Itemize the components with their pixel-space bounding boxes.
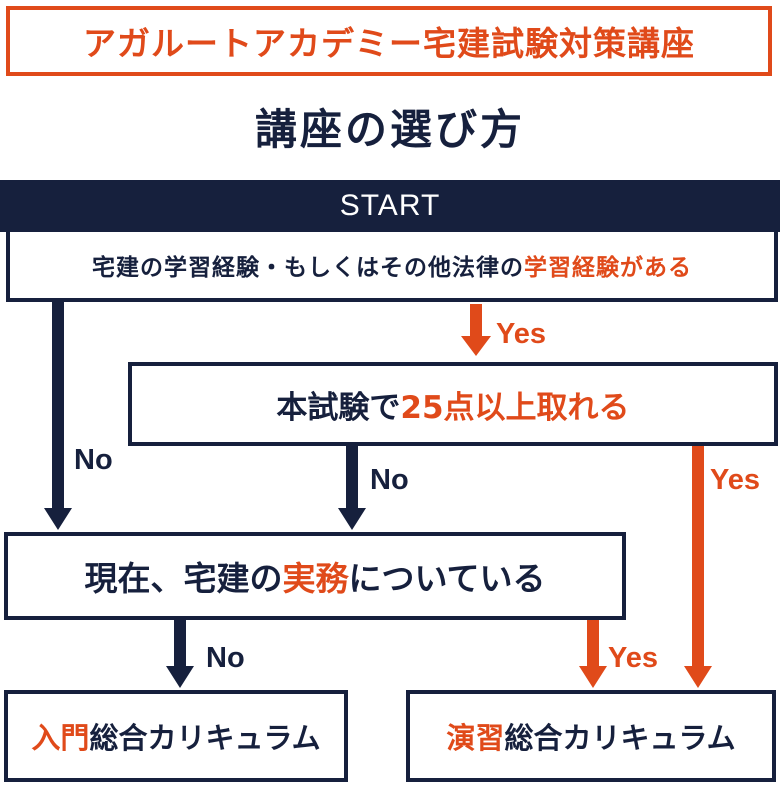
question-learning-experience: 宅建の学習経験・もしくはその他法律の学習経験がある (6, 232, 778, 302)
edge-label-q1-yes: Yes (496, 318, 546, 350)
result-right-text: 総合カリキュラム (504, 721, 736, 755)
arrow-q3-yes (579, 620, 607, 688)
edge-label-q2-no: No (370, 464, 409, 496)
header-banner: アガルートアカデミー宅建試験対策講座 (6, 6, 772, 76)
q2-text: 本試験で (276, 389, 401, 426)
edge-label-q2-yes: Yes (710, 464, 760, 496)
result-right-accent: 演習 (446, 721, 505, 755)
start-label: START (339, 189, 441, 222)
question-practical-work: 現在、宅建の実務についている (4, 532, 626, 620)
start-bar: START (0, 180, 780, 232)
arrow-q2-yes (684, 446, 712, 688)
q2-accent-text: 25点以上取れる (400, 389, 630, 426)
edge-label-q3-yes: Yes (608, 642, 658, 674)
q3-accent-text: 実務 (282, 559, 349, 598)
result-intro-curriculum: 入門総合カリキュラム (4, 690, 348, 782)
page-title: 講座の選び方 (254, 105, 525, 154)
q3-text: 現在、宅建の (84, 559, 283, 598)
arrow-q3-no (166, 620, 194, 688)
arrow-q1-yes (461, 304, 491, 356)
edge-label-q3-no: No (206, 642, 245, 674)
header-title: アガルートアカデミー宅建試験対策講座 (83, 24, 695, 63)
result-left-accent: 入門 (31, 721, 90, 755)
arrow-q2-no (338, 446, 366, 530)
arrow-q1-no (44, 302, 72, 530)
result-left-text: 総合カリキュラム (89, 721, 321, 755)
q1-accent-text: 学習経験がある (524, 255, 692, 281)
q3-text-after: についている (348, 559, 546, 598)
edge-label-q1-no: No (74, 444, 113, 476)
q1-text: 宅建の学習経験・もしくはその他法律の (92, 255, 524, 281)
result-practice-curriculum: 演習総合カリキュラム (406, 690, 776, 782)
